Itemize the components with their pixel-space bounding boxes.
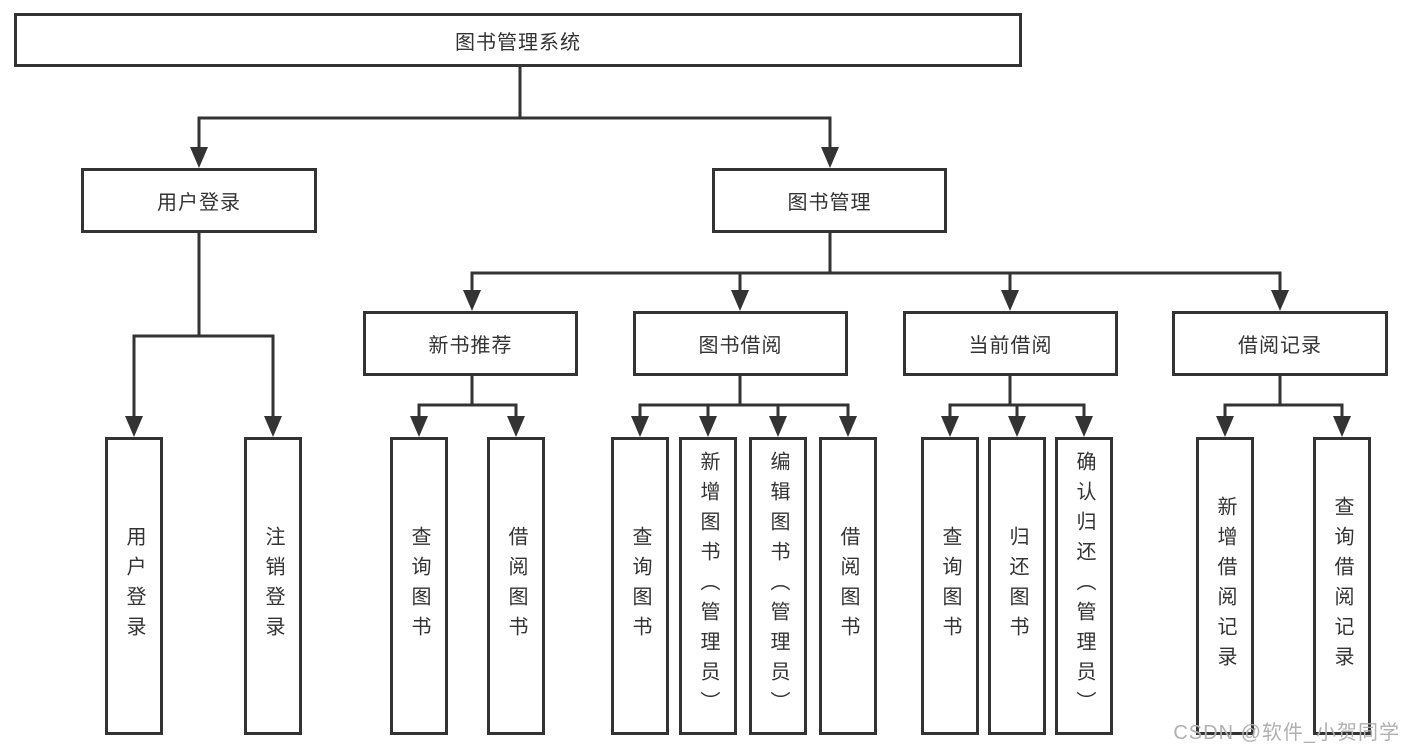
leaf-borrow-books: 借阅图书 bbox=[819, 437, 877, 735]
leaf-label: 确认归还（管理员） bbox=[1073, 451, 1095, 721]
leaf-add-books-admin: 新增图书（管理员） bbox=[679, 437, 737, 735]
leaf-query-borrow-record: 查询借阅记录 bbox=[1313, 437, 1371, 735]
leaf-edit-books-admin: 编辑图书（管理员） bbox=[749, 437, 807, 735]
leaf-query-books-recommend: 查询图书 bbox=[390, 437, 448, 735]
node-label: 用户登录 bbox=[157, 192, 241, 214]
leaf-label: 注销登录 bbox=[262, 526, 284, 646]
node-borrow-records: 借阅记录 bbox=[1172, 311, 1388, 376]
leaf-return-books: 归还图书 bbox=[988, 437, 1046, 735]
leaf-label: 查询借阅记录 bbox=[1331, 496, 1353, 676]
node-book-management: 图书管理 bbox=[712, 168, 947, 233]
leaf-confirm-return-admin: 确认归还（管理员） bbox=[1055, 437, 1113, 735]
leaf-query-books-current: 查询图书 bbox=[921, 437, 979, 735]
leaf-label: 查询图书 bbox=[629, 526, 651, 646]
leaf-borrow-books-recommend: 借阅图书 bbox=[487, 437, 545, 735]
leaf-label: 归还图书 bbox=[1006, 526, 1028, 646]
node-label: 图书借阅 bbox=[698, 335, 783, 357]
node-library-management-system: 图书管理系统 bbox=[14, 13, 1022, 67]
leaf-label: 新增借阅记录 bbox=[1214, 496, 1236, 676]
node-user-login: 用户登录 bbox=[81, 168, 317, 233]
leaf-label: 借阅图书 bbox=[505, 526, 527, 646]
node-new-book-recommend: 新书推荐 bbox=[363, 311, 578, 376]
node-label: 借阅记录 bbox=[1238, 335, 1322, 357]
leaf-logout: 注销登录 bbox=[244, 437, 302, 735]
leaf-label: 用户登录 bbox=[123, 526, 145, 646]
node-book-borrow: 图书借阅 bbox=[633, 311, 848, 376]
leaf-label: 查询图书 bbox=[939, 526, 961, 646]
node-label: 新书推荐 bbox=[428, 335, 513, 357]
leaf-query-books-borrow: 查询图书 bbox=[611, 437, 669, 735]
leaf-label: 查询图书 bbox=[408, 526, 430, 646]
node-current-borrow: 当前借阅 bbox=[903, 311, 1118, 376]
csdn-watermark: CSDN @软件_小贺同学 bbox=[1173, 722, 1400, 744]
leaf-label: 借阅图书 bbox=[837, 526, 859, 646]
node-label: 图书管理 bbox=[787, 192, 872, 214]
leaf-user-login: 用户登录 bbox=[105, 437, 163, 735]
leaf-add-borrow-record: 新增借阅记录 bbox=[1196, 437, 1254, 735]
leaf-label: 编辑图书（管理员） bbox=[767, 451, 789, 721]
leaf-label: 新增图书（管理员） bbox=[697, 451, 719, 721]
node-label: 当前借阅 bbox=[968, 335, 1053, 357]
node-label: 图书管理系统 bbox=[455, 31, 581, 54]
